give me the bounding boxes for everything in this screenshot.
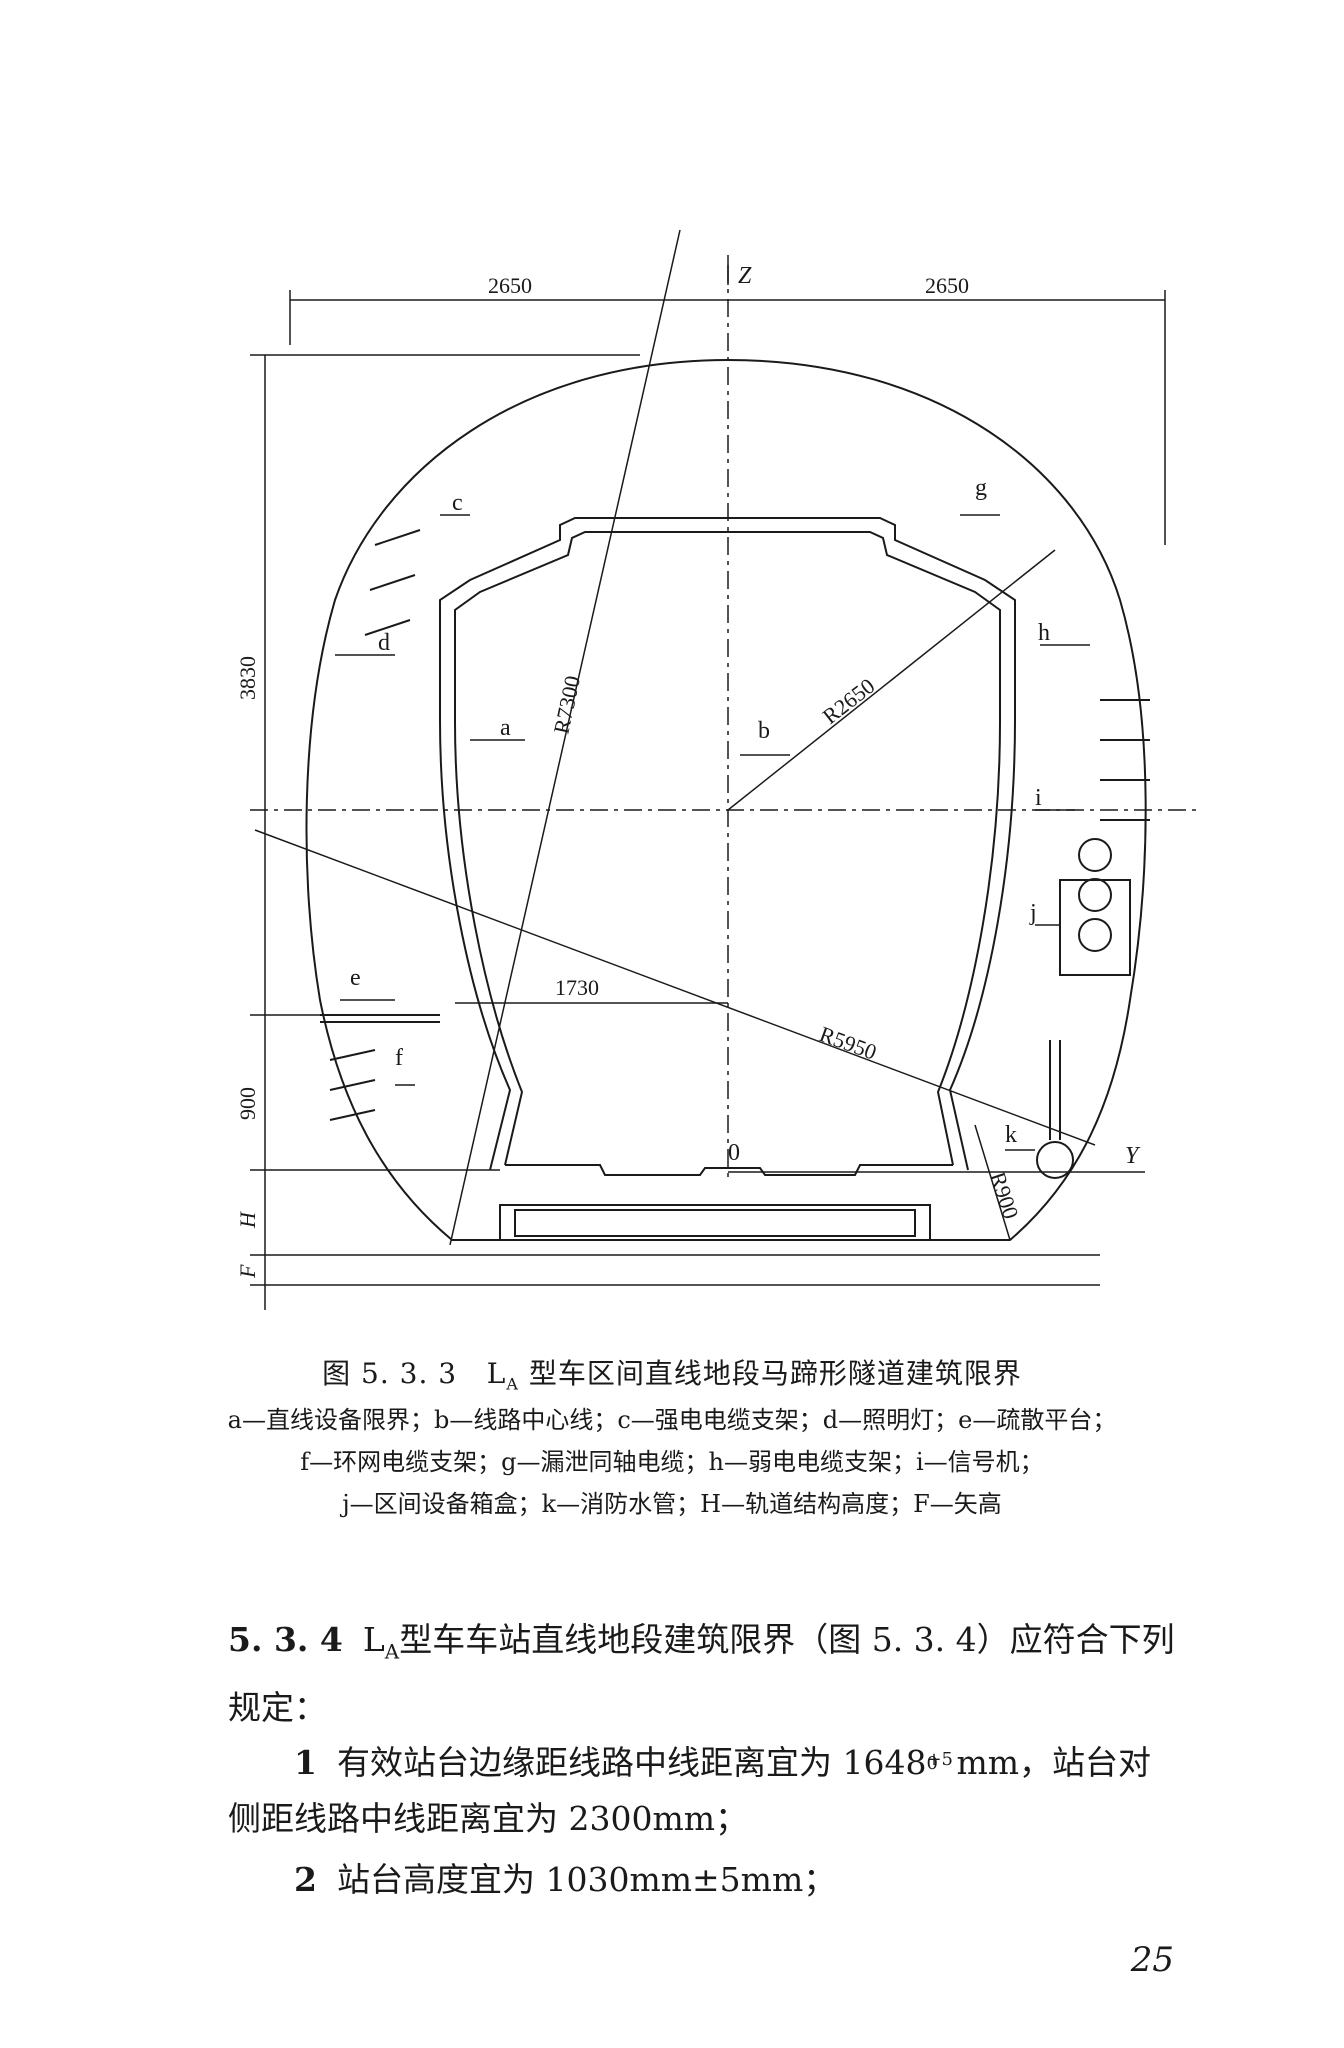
section-vehicle-type: LA (362, 1620, 400, 1664)
fire-water-pipe (1036, 1141, 1074, 1179)
figure-caption-title: 图 5. 3. 3 LA 型车区间直线地段马蹄形隧道建筑限界 (0, 1352, 1344, 1394)
rail-structure (505, 1164, 953, 1176)
component-label-j: j (1029, 900, 1037, 926)
dim-label-900: 900 (235, 1087, 260, 1120)
section-5-3-4: 5. 3. 4 LA型车车站直线地段建筑限界（图 5. 3. 4）应符合下列 规定… (228, 1612, 1218, 1736)
component-label-e: e (350, 965, 361, 991)
component-label-f: f (395, 1045, 403, 1071)
section-text-2: 规定： (228, 1687, 327, 1727)
radius-label-r900: R900 (985, 1169, 1024, 1222)
figure-title-text: 型车区间直线地段马蹄形隧道建筑限界 (528, 1357, 1022, 1390)
radius-line-r7300 (449, 229, 681, 1246)
radius-label-r2650: R2650 (818, 673, 880, 729)
component-label-a: a (500, 715, 511, 741)
equipment-box (1059, 879, 1131, 976)
leader-lines (335, 514, 1090, 1151)
item-text-a: 有效站台边缘距线路中线距离宜为 1648 (336, 1743, 927, 1782)
component-label-i: i (1035, 785, 1042, 811)
radius-line-r2650 (727, 549, 1056, 811)
dim-label-2650-right: 2650 (925, 273, 969, 298)
signal-lamp-2 (1078, 878, 1112, 912)
figure-number: 图 5. 3. 3 (322, 1357, 458, 1390)
figure-legend-line-3: j—区间设备箱盒；k—消防水管；H—轨道结构高度；F—矢高 (342, 1490, 1002, 1518)
tunnel-outer-boundary (305, 358, 1147, 1241)
component-label-g: g (975, 475, 987, 501)
axis-label-origin: 0 (728, 1140, 740, 1166)
equipment-clearance-inner (454, 531, 1001, 1166)
fire-pipe-riser (1049, 1040, 1061, 1140)
item-number: 2 (294, 1860, 317, 1899)
item-text: 站台高度宜为 1030mm±5mm； (336, 1860, 837, 1899)
figure-legend-line-2: f—环网电缆支架；g—漏泄同轴电缆；h—弱电电缆支架；i—信号机； (300, 1448, 1044, 1476)
tunnel-clearance-figure: 2650 2650 3830 900 H F 1730 R7300 R2650 … (235, 229, 1200, 1310)
component-label-c: c (452, 490, 463, 516)
cable-brackets-right (1100, 699, 1150, 821)
cable-brackets-left-upper (364, 529, 421, 636)
track-slab (514, 1209, 916, 1237)
evacuation-platform (320, 1014, 440, 1023)
component-label-h: h (1038, 620, 1050, 646)
axis-label-z: Z (738, 263, 752, 289)
component-label-d: d (378, 630, 390, 656)
item-text-b: mm，站台对 (956, 1743, 1152, 1782)
dim-label-1730: 1730 (555, 975, 599, 1000)
dim-label-3830: 3830 (235, 656, 260, 700)
axis-label-y: Y (1125, 1143, 1141, 1169)
dim-label-h: H (235, 1211, 260, 1229)
dim-label-f: F (235, 1264, 260, 1279)
cable-brackets-left-lower (329, 1049, 376, 1121)
radius-label-r5950: R5950 (816, 1021, 880, 1065)
item-number: 1 (294, 1743, 317, 1782)
component-label-k: k (1005, 1122, 1017, 1148)
list-item: 2 站台高度宜为 1030mm±5mm； (228, 1852, 1218, 1908)
radius-line-r900 (974, 1124, 1011, 1241)
radius-label-r7300: R7300 (548, 673, 585, 736)
page-number: 25 (1130, 1940, 1174, 1980)
signal-lamp-1 (1078, 838, 1112, 872)
radius-line-r5950 (254, 829, 1096, 1146)
figure-legend-line-1: a—直线设备限界；b—线路中心线；c—强电电缆支架；d—照明灯；e—疏散平台； (227, 1406, 1117, 1434)
signal-lamp-3 (1078, 918, 1112, 952)
section-number: 5. 3. 4 (228, 1620, 343, 1659)
figure-vehicle-type: LA (486, 1357, 519, 1394)
item-text-c: 侧距线路中线距离宜为 2300mm； (228, 1799, 749, 1838)
component-label-b: b (758, 718, 770, 744)
track-bed (499, 1204, 931, 1240)
section-text-1: 型车车站直线地段建筑限界（图 5. 3. 4）应符合下列 (399, 1620, 1175, 1659)
dim-label-2650-left: 2650 (488, 273, 532, 298)
